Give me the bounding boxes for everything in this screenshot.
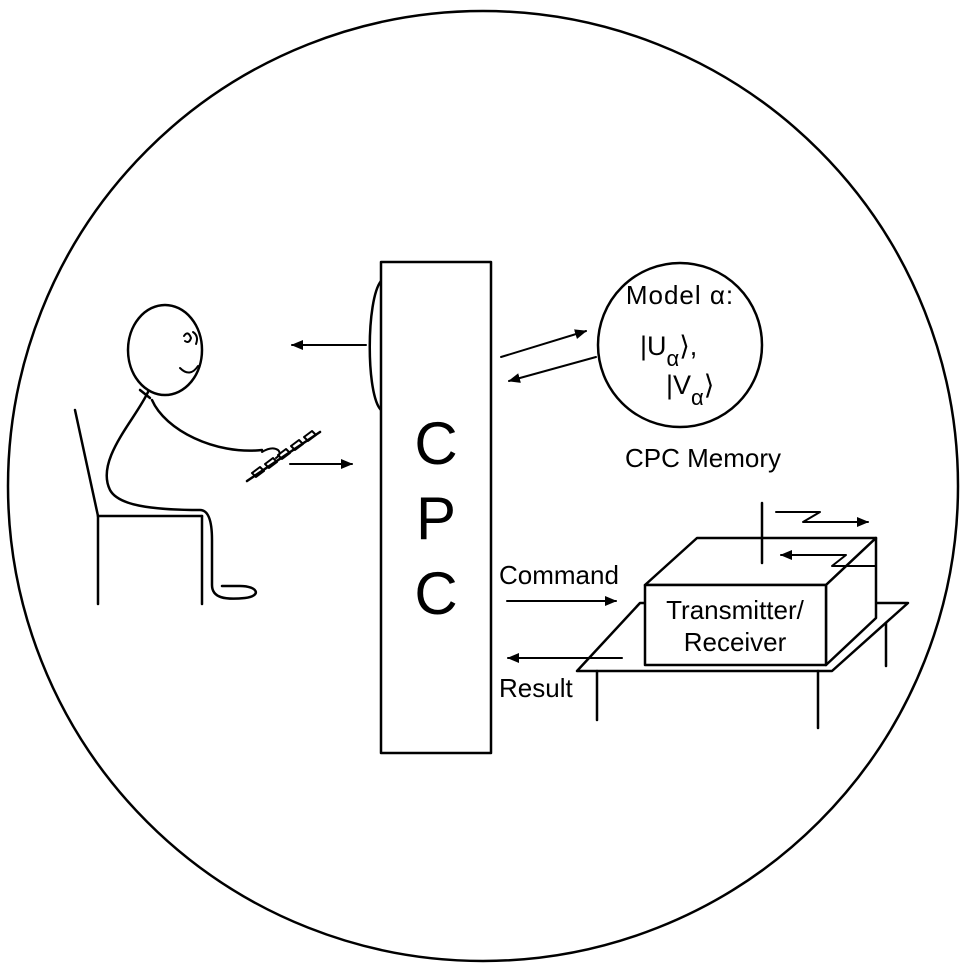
result-label: Result [499,673,573,703]
cpc-screen [368,279,383,412]
transmitter-receiver-box: Transmitter/ Receiver [643,536,878,667]
device-label-line1: Transmitter/ [666,595,804,625]
chair [73,408,204,606]
svg-text:|Vα⟩: |Vα⟩ [666,370,714,410]
command-label: Command [499,560,619,590]
cpc-letter-2: P [416,485,456,552]
lightning-arrow-icon [775,511,869,527]
svg-text:|Uα⟩,: |Uα⟩, [640,331,697,371]
state-u-subscript: α [667,346,680,371]
arrow-icon [508,356,597,383]
memory-caption: CPC Memory [625,443,781,473]
state-u: |U [640,331,667,361]
keyboard [245,430,322,483]
cpc-box: C P C [368,260,493,755]
cpc-letter-1: C [414,410,457,477]
cpc-memory: Model α: |Uα⟩, |Vα⟩ CPC Memory [596,261,781,473]
cpc-letter-3: C [414,560,457,627]
device-label-line2: Receiver [684,627,787,657]
state-v: |V [666,370,691,400]
state-v-subscript: α [691,385,704,410]
model-label: Model α: [626,280,734,310]
arrow-icon [500,329,587,358]
state-v-close: ⟩ [704,370,715,400]
boundary-circle [6,9,960,963]
state-u-close: ⟩, [679,331,697,361]
person-figure [73,303,322,606]
lightning-arrow-icon [780,550,877,567]
